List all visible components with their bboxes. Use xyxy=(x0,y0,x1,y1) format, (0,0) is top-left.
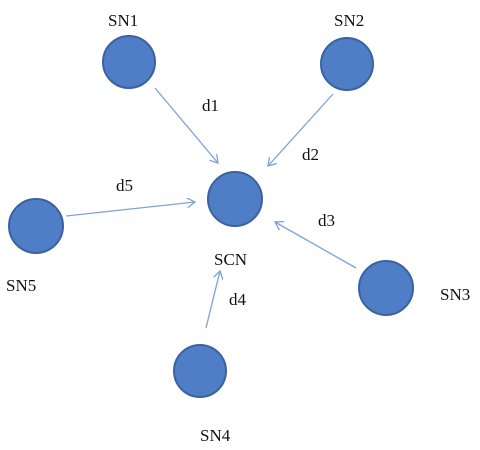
label-sn4: SN4 xyxy=(200,426,231,445)
node-sn1 xyxy=(102,35,156,89)
edge-sn3-scn xyxy=(275,222,357,269)
label-sn2: SN2 xyxy=(334,11,364,30)
edge-sn1-scn xyxy=(154,87,218,163)
edge-label-d5: d5 xyxy=(116,176,133,195)
node-scn xyxy=(207,171,263,227)
label-sn3: SN3 xyxy=(440,285,470,304)
label-sn1: SN1 xyxy=(108,11,138,30)
node-sn3 xyxy=(358,260,414,316)
edge-sn4-scn xyxy=(205,271,220,329)
edge-label-d1: d1 xyxy=(202,96,219,115)
node-sn2 xyxy=(320,37,374,91)
node-sn5 xyxy=(8,198,64,254)
edge-sn2-scn xyxy=(268,93,334,166)
label-sn5: SN5 xyxy=(6,276,36,295)
edge-label-d4: d4 xyxy=(229,290,247,309)
edge-label-d2: d2 xyxy=(302,145,319,164)
edge-sn5-scn xyxy=(65,202,195,217)
label-scn: SCN xyxy=(214,250,247,269)
node-sn4 xyxy=(173,344,227,398)
edge-label-d3: d3 xyxy=(318,211,335,230)
